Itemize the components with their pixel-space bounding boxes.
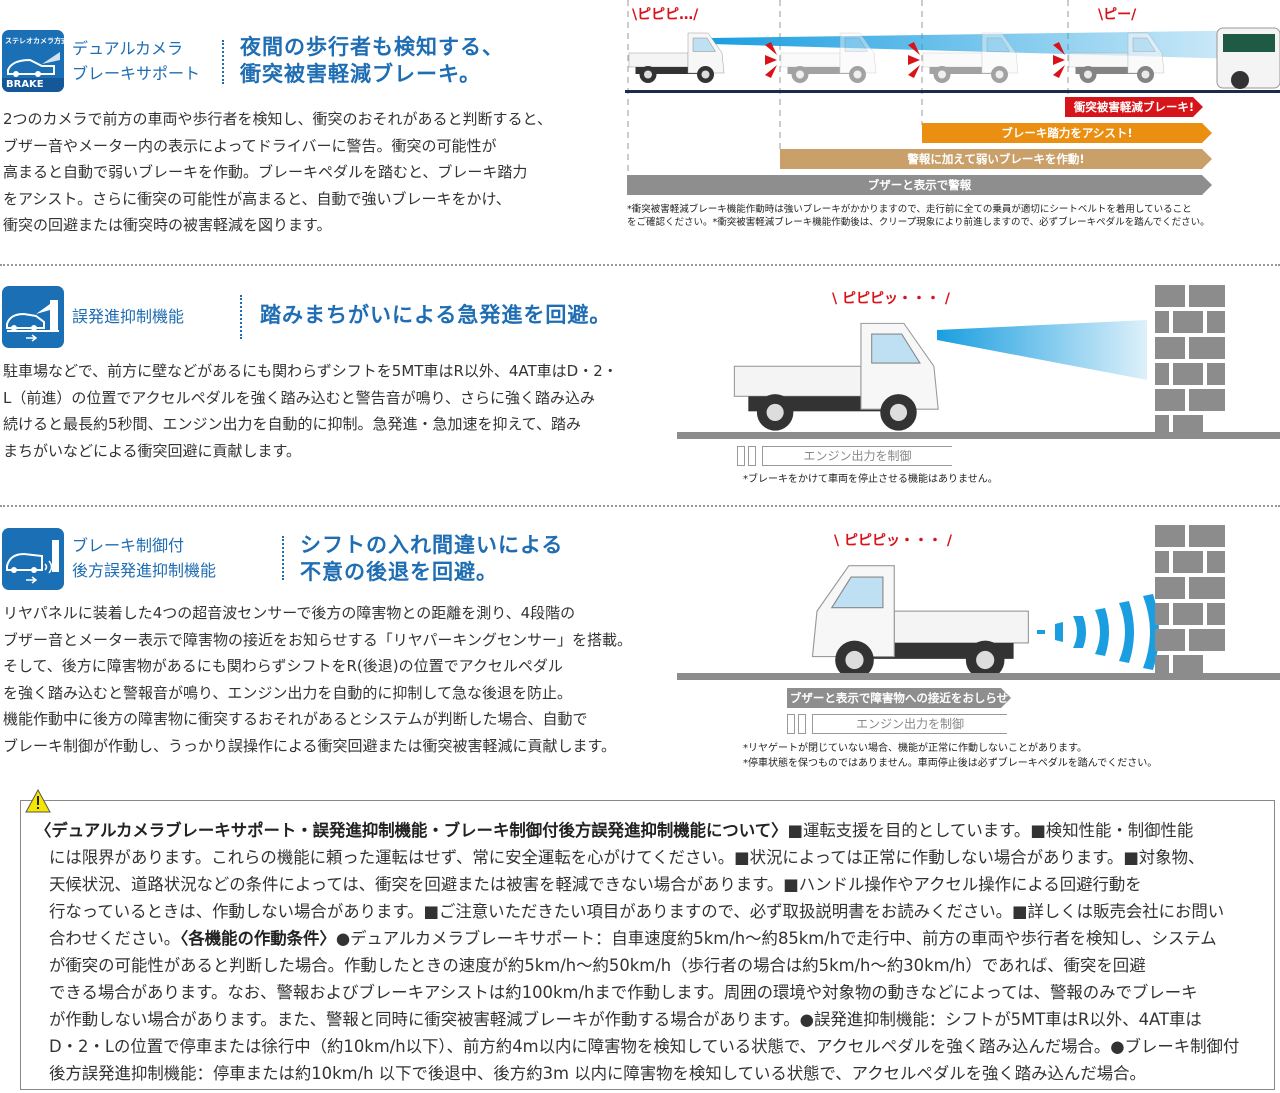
warning-triangle-icon: [25, 789, 51, 813]
title-separator: [222, 40, 224, 84]
body-line: 駐車場などで、前方に壁などがあるにも関わらずシフトを5MT車はR以外、4AT車は…: [3, 362, 618, 380]
body-line: そして、後方に障害物があるにも関わらずシフトをR(後退)の位置でアクセルペダル: [3, 657, 563, 675]
note-line: *リヤゲートが閉じていない場合、機能が正常に作動しないことがあります。: [743, 743, 1087, 754]
feature-label: デュアルカメラ ブレーキサポート: [72, 36, 200, 86]
body-line: 衝突の回避または衝突時の被害軽減を図ります。: [3, 216, 332, 234]
buzzer-proximity-bar: ブザーと表示で障害物への接近をおしらせ: [787, 688, 1011, 708]
caution-line: 行なっているときは、作動しない場合があります。■ご注意いただきたい項目があります…: [49, 902, 1225, 921]
brick-wall-icon: [1155, 285, 1225, 435]
headline-line: 不意の後退を回避。: [300, 560, 498, 584]
feature-label-line: デュアルカメラ: [72, 39, 184, 58]
body-line: ブザー音やメーター内の表示によってドライバーに警告。衝突の可能性が: [3, 136, 497, 155]
caution-text: ■運転支援を目的としています。■検知性能・制御性能: [787, 821, 1194, 840]
body-line: 2つのカメラで前方の車両や歩行者を検知し、衝突のおそれがあると判断すると、: [3, 110, 552, 128]
road-line: [677, 673, 1280, 680]
title-separator: [282, 536, 284, 580]
body-line: まちがいなどによる衝突回避に貢献します。: [3, 441, 302, 460]
beep-warning-text: \ ピピピッ・・・ /: [834, 533, 952, 549]
note-line: をご確認ください。*衝突被害軽減ブレーキ機能作動後は、クリープ現象により前進しま…: [627, 217, 1210, 228]
brake-sequence-diagram: [625, 0, 1280, 175]
caution-line: 〈デュアルカメラブレーキサポート・誤発進抑制機能・ブレーキ制御付後方誤発進抑制機…: [35, 821, 1193, 841]
van-icon: [1216, 27, 1280, 89]
body-line: ブザー音とメーター表示で障害物の接近をお知らせする「リヤパーキングセンサー」を搭…: [3, 630, 632, 649]
truck-icon: [733, 322, 939, 432]
beep-long-text: \ピー/: [1098, 7, 1137, 23]
brick-wall-icon: [1155, 525, 1225, 675]
feature-label: ブレーキ制御付 後方誤発進抑制機能: [72, 533, 216, 583]
caution-line: には限界があります。これらの機能に頼った運転はせず、常に安全運転を心がけてくださ…: [49, 848, 1205, 867]
sensor-waves-icon: [1037, 594, 1159, 670]
caution-box: 〈デュアルカメラブレーキサポート・誤発進抑制機能・ブレーキ制御付後方誤発進抑制機…: [20, 789, 1275, 1090]
diagram-notes: *衝突被害軽減ブレーキ機能作動時は強いブレーキがかかりますので、走行前に全ての乗…: [627, 203, 1210, 229]
stage-bar-buzzer-warning: ブザーと表示で警報: [627, 175, 1212, 195]
caution-line: 天候状況、道路状況などの条件によっては、衝突を回避または被害を軽減できない場合が…: [49, 875, 1142, 894]
caution-subheading: 〈各機能の作動条件〉: [180, 929, 336, 948]
sensor-beam: [937, 320, 1147, 380]
section-divider: [0, 505, 1280, 507]
engine-gauge-mark: [748, 446, 756, 466]
section-divider: [0, 264, 1280, 266]
engine-control-label: エンジン出力を制御: [762, 446, 952, 466]
engine-gauge-mark: [798, 714, 806, 734]
stage-bar-brake-assist: ブレーキ踏力をアシスト!: [922, 123, 1212, 143]
road-line: [677, 432, 1280, 439]
feature-description: リヤパネルに装着した4つの超音波センサーで後方の障害物との距離を測り、4段階の …: [3, 600, 632, 759]
caution-text: ●デュアルカメラブレーキサポート：自車速度約5km/h～約85km/hで走行中、…: [335, 929, 1217, 948]
rear-mis-acceleration-diagram: [677, 525, 1280, 680]
diagram-notes: *リヤゲートが閉じていない場合、機能が正常に作動しないことがあります。 *停車状…: [743, 741, 1157, 771]
headline-line: 夜間の歩行者も検知する、: [240, 35, 504, 59]
feature-headline: 夜間の歩行者も検知する、 衝突被害軽減ブレーキ。: [240, 34, 504, 88]
title-separator: [240, 295, 242, 339]
engine-gauge-mark: [787, 714, 795, 734]
body-line: 続けると最長約5秒間、エンジン出力を自動的に抑制。急発進・急加速を抑えて、踏み: [3, 415, 582, 433]
note-line: *停車状態を保つものではありません。車両停止後は必ずブレーキペダルを踏んでくださ…: [743, 758, 1158, 769]
feature-headline: 踏みまちがいによる急発進を回避。: [260, 303, 612, 327]
mis-acceleration-diagram: [677, 285, 1280, 439]
caution-line: が作動しない場合があります。また、警報と同時に衝突被害軽減ブレーキが作動する場合…: [49, 1010, 1202, 1029]
stage-bar-weak-brake: 警報に加えて弱いブレーキを作動!: [780, 149, 1212, 169]
diagram-note: *ブレーキをかけて車両を停止させる機能はありません。: [743, 474, 998, 485]
caution-heading: 〈デュアルカメラブレーキサポート・誤発進抑制機能・ブレーキ制御付後方誤発進抑制機…: [35, 821, 788, 840]
engine-gauge-mark: [737, 446, 745, 466]
icon-badge-top: ステレオカメラ方式: [5, 37, 64, 45]
feature-label-line: ブレーキサポート: [72, 64, 201, 83]
body-line: 機能作動中に後方の障害物に衝突するおそれがあるとシステムが判断した場合、自動で: [3, 710, 588, 728]
stage-bar-emergency-brake: 衝突被害軽減ブレーキ!: [1065, 97, 1203, 117]
feature-label-line: ブレーキ制御付: [72, 536, 185, 555]
caution-line: できる場合があります。なお、警報およびブレーキアシストは約100km/hまで作動…: [49, 983, 1198, 1002]
headline-line: 衝突被害軽減ブレーキ。: [240, 62, 482, 86]
caution-line: 後方誤発進抑制機能：停車または約10km/h 以下で後退中、後方約3m 以内に障…: [49, 1064, 1146, 1083]
feature-description: 2つのカメラで前方の車両や歩行者を検知し、衝突のおそれがあると判断すると、 ブザ…: [3, 106, 552, 239]
body-line: L（前進）の位置でアクセルペダルを強く踏み込むと警告音が鳴り、さらに強く踏み込み: [3, 388, 596, 407]
body-line: リヤパネルに装着した4つの超音波センサーで後方の障害物との距離を測り、4段階の: [3, 604, 576, 622]
body-line: をアシスト。さらに衝突の可能性が高まると、自動で強いブレーキをかけ、: [3, 189, 511, 208]
feature-headline: シフトの入れ間違いによる 不意の後退を回避。: [300, 532, 563, 586]
road-line: [625, 90, 1280, 93]
alert-marks-icon: [765, 42, 1065, 78]
icon-badge-bottom: BRAKE: [6, 79, 44, 90]
rear-mis-acceleration-icon: [2, 528, 64, 590]
mis-acceleration-icon: [2, 286, 64, 348]
dual-camera-brake-icon: ステレオカメラ方式 BRAKE: [2, 30, 64, 92]
body-line: ブレーキ制御が作動し、うっかり誤操作による衝突回避または衝突被害軽減に貢献します…: [3, 736, 617, 755]
beep-warning-text: \ ピピピッ・・・ /: [832, 291, 950, 307]
note-line: *衝突被害軽減ブレーキ機能作動時は強いブレーキがかかりますので、走行前に全ての乗…: [627, 204, 1192, 215]
body-line: を強く踏み込むと警報音が鳴り、エンジン出力を自動的に抑制して急な後退を防止。: [3, 683, 572, 702]
feature-label: 誤発進抑制機能: [72, 307, 185, 326]
caution-line: が衝突の可能性があると判断した場合。作動したときの速度が約5km/h～約50km…: [49, 956, 1146, 975]
truck-icon: [811, 565, 1029, 680]
caution-line: 合わせください。〈各機能の作動条件〉●デュアルカメラブレーキサポート：自車速度約…: [49, 929, 1217, 949]
beep-warning-text: \ピピピ…/: [632, 7, 699, 23]
body-line: 高まると自動で弱いブレーキを作動。ブレーキペダルを踏むと、ブレーキ踏力: [3, 163, 528, 181]
feature-label-line: 後方誤発進抑制機能: [72, 561, 217, 580]
headline-line: シフトの入れ間違いによる: [300, 533, 564, 557]
caution-line: D・2・Lの位置で停車または徐行中（約10km/h以下）、前方約4m以内に障害物…: [49, 1037, 1240, 1056]
feature-description: 駐車場などで、前方に壁などがあるにも関わらずシフトを5MT車はR以外、4AT車は…: [3, 358, 618, 464]
truck-icon: [628, 32, 725, 84]
engine-control-label: エンジン出力を制御: [812, 714, 1007, 734]
caution-text: 合わせください。: [49, 929, 181, 948]
